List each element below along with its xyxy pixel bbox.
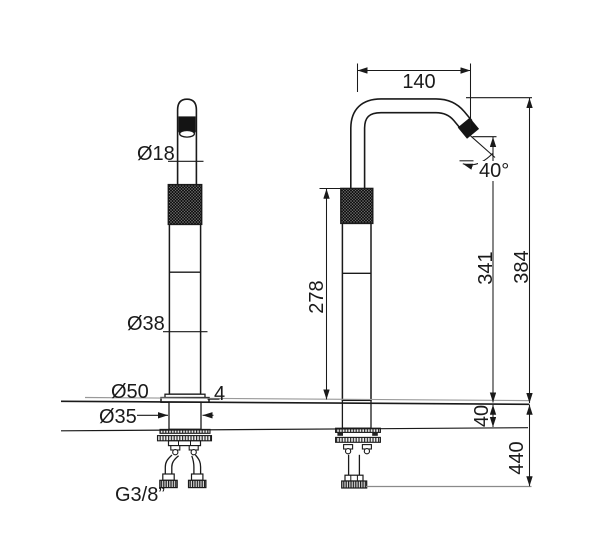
right-view-faucet: [335, 98, 480, 489]
spout-outline: [350, 98, 473, 192]
dim-label-spout-reach: 140: [402, 71, 436, 93]
shank-left: [168, 401, 202, 430]
left-view-faucet: [156, 98, 213, 489]
hose-nut-left-1: [162, 473, 175, 481]
dim-label-outlet-height: 341: [474, 251, 497, 285]
dimension-linework: [137, 63, 533, 487]
counter-bottom-line: [60, 427, 529, 432]
dim-label-handle-dia: Ø18: [137, 143, 175, 165]
washer-right: [335, 436, 381, 443]
aerator: [457, 117, 480, 139]
dim-label-overall-height: 384: [511, 250, 533, 284]
dim-label-deck-thickness: 40: [471, 404, 493, 427]
hose-nut-right: [344, 474, 364, 482]
angle-arc: [462, 153, 493, 170]
dim-label-body-dia: Ø38: [127, 313, 165, 335]
washer-left: [156, 435, 213, 442]
body-left: [168, 223, 202, 395]
body-right: [341, 222, 372, 402]
lock-tab-right-2: [372, 432, 378, 436]
dim-label-plate-thickness: 4: [214, 382, 226, 405]
counter-top-line: [60, 400, 530, 406]
counter-top-line-secondary: [84, 396, 530, 402]
knurl-right: [340, 187, 374, 225]
lock-ring-right: [335, 427, 381, 433]
spout-inner: [351, 99, 472, 192]
handle-stem: [176, 98, 198, 186]
counter-lines: [60, 396, 532, 488]
dim-label-shank-dia: Ø35: [99, 406, 137, 428]
hoses-left-view: [164, 454, 202, 474]
handle-band: [178, 116, 196, 132]
lock-tab-right-1: [337, 432, 343, 436]
dim-label-hose-length: 440: [506, 441, 529, 475]
hose-fitting-left-1: [159, 479, 178, 489]
dim-label-body-height: 278: [305, 279, 328, 314]
knurl-left: [167, 183, 203, 226]
locknut-left: [167, 440, 202, 447]
handle-band-rim: [178, 129, 196, 138]
hose-fitting-right: [341, 480, 368, 489]
shank-right: [341, 399, 372, 429]
dim-label-inlet-thread: G3/8”: [115, 484, 166, 506]
hose-nut-left-2: [190, 473, 204, 481]
dim-label-spout-angle: 40°: [478, 160, 511, 182]
dim-label-base-dia: Ø50: [111, 381, 149, 403]
angle-axis-line: [470, 135, 496, 158]
hose-fitting-left-2: [187, 479, 207, 489]
